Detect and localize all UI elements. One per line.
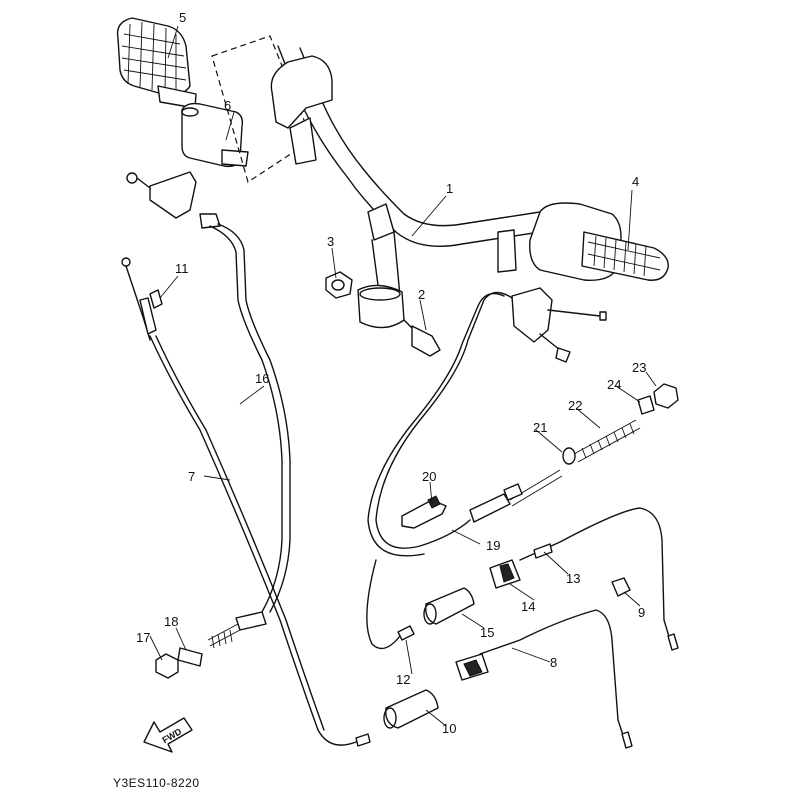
cable-7 xyxy=(121,257,371,747)
cable-16-end xyxy=(207,611,267,649)
callout-9: 9 xyxy=(638,605,645,620)
nut-17 xyxy=(155,653,179,679)
screw xyxy=(149,289,163,309)
adjuster-24 xyxy=(637,395,655,415)
callout-11: 11 xyxy=(175,261,189,276)
lock-nut-21 xyxy=(562,447,576,465)
callout-20: 20 xyxy=(422,469,436,484)
callout-6: 6 xyxy=(224,98,231,113)
callout-2: 2 xyxy=(418,287,425,302)
callout-16: 16 xyxy=(255,371,269,386)
callout-21: 21 xyxy=(533,420,547,435)
joint-14 xyxy=(489,559,521,589)
callout-7: 7 xyxy=(188,469,195,484)
nut xyxy=(325,271,353,299)
callout-15: 15 xyxy=(480,625,494,640)
spring-22 xyxy=(573,419,641,463)
callout-3: 3 xyxy=(327,234,334,249)
cover-15 xyxy=(423,587,475,625)
throttle-grip xyxy=(581,231,669,281)
leader-lines xyxy=(149,25,657,727)
callout-1: 1 xyxy=(446,181,453,196)
nut-23 xyxy=(653,383,679,409)
cable-holder-20 xyxy=(401,495,447,529)
callout-10: 10 xyxy=(442,721,456,736)
callout-12: 12 xyxy=(396,672,410,687)
cable-13 xyxy=(519,507,679,651)
grip-sleeve xyxy=(181,102,249,168)
callout-22: 22 xyxy=(568,398,582,413)
cable-8 xyxy=(455,609,633,749)
callout-19: 19 xyxy=(486,538,500,553)
bolt xyxy=(403,319,441,357)
callout-8: 8 xyxy=(550,655,557,670)
callout-23: 23 xyxy=(632,360,646,375)
callout-13: 13 xyxy=(566,571,580,586)
cable-19 xyxy=(375,291,513,549)
cable-16 xyxy=(217,223,291,613)
callout-18: 18 xyxy=(164,614,178,629)
callout-17: 17 xyxy=(136,630,150,645)
left-lever-holder xyxy=(126,171,221,229)
clamp-9 xyxy=(611,577,631,597)
fwd-arrow-icon: FWD xyxy=(143,717,193,753)
diagram-code: Y3ES110-8220 xyxy=(113,776,200,790)
callout-4: 4 xyxy=(632,174,639,189)
cable-19-adjuster xyxy=(469,469,563,523)
callout-14: 14 xyxy=(521,599,535,614)
callout-5: 5 xyxy=(179,10,186,25)
callout-labels: 1 2 3 4 5 6 7 8 9 10 11 12 13 14 15 16 1… xyxy=(136,10,646,736)
adjuster-18 xyxy=(177,647,203,667)
callout-24: 24 xyxy=(607,377,621,392)
right-lever-holder xyxy=(511,287,607,363)
left-grip xyxy=(116,17,197,109)
cable-12 xyxy=(366,559,401,650)
cover-10 xyxy=(383,689,439,729)
